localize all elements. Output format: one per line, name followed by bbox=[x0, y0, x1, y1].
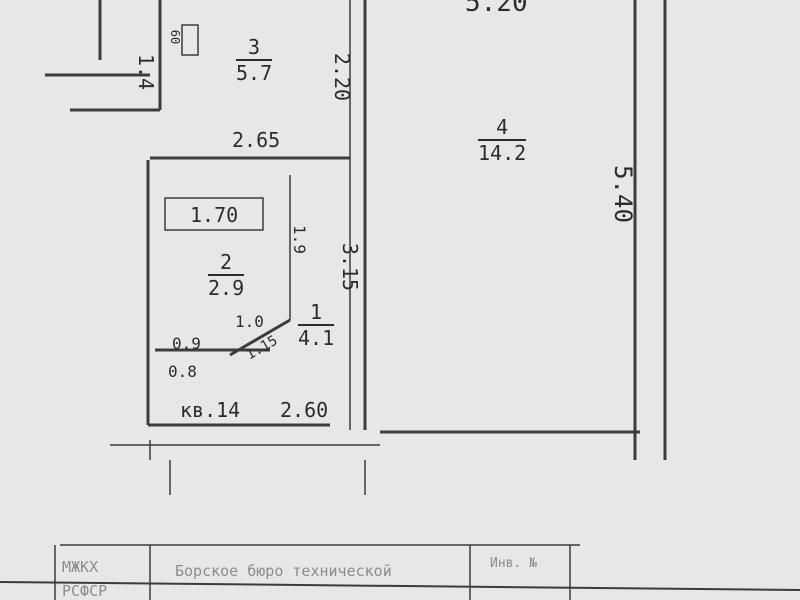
dim-0-8: 0.8 bbox=[168, 362, 197, 381]
org-label-2: РСФСР bbox=[62, 582, 108, 600]
dim-1-4: 1.4 bbox=[134, 53, 159, 91]
dim-2-20: 2.20 bbox=[330, 52, 355, 102]
bureau-label: Борское бюро технической bbox=[175, 562, 392, 580]
dim-top: 5.20 bbox=[465, 0, 528, 18]
dim-3-15: 3.15 bbox=[338, 242, 363, 292]
dim-5-40: 5.40 bbox=[608, 165, 637, 223]
dim-1-9: 1.9 bbox=[289, 225, 309, 254]
dim-2-60: 2.60 bbox=[280, 398, 329, 422]
dim-0-9: 0.9 bbox=[172, 334, 201, 353]
inventory-label: Инв. № bbox=[490, 556, 537, 571]
org-label-1: МЖКХ bbox=[62, 558, 99, 576]
box-60: 60 bbox=[168, 29, 183, 45]
walls bbox=[45, 0, 667, 460]
dim-2-65: 2.65 bbox=[232, 128, 281, 152]
dim-1-70: 1.70 bbox=[190, 203, 239, 227]
apartment-label: кв.14 bbox=[180, 398, 241, 422]
dim-1-0: 1.0 bbox=[235, 312, 264, 331]
